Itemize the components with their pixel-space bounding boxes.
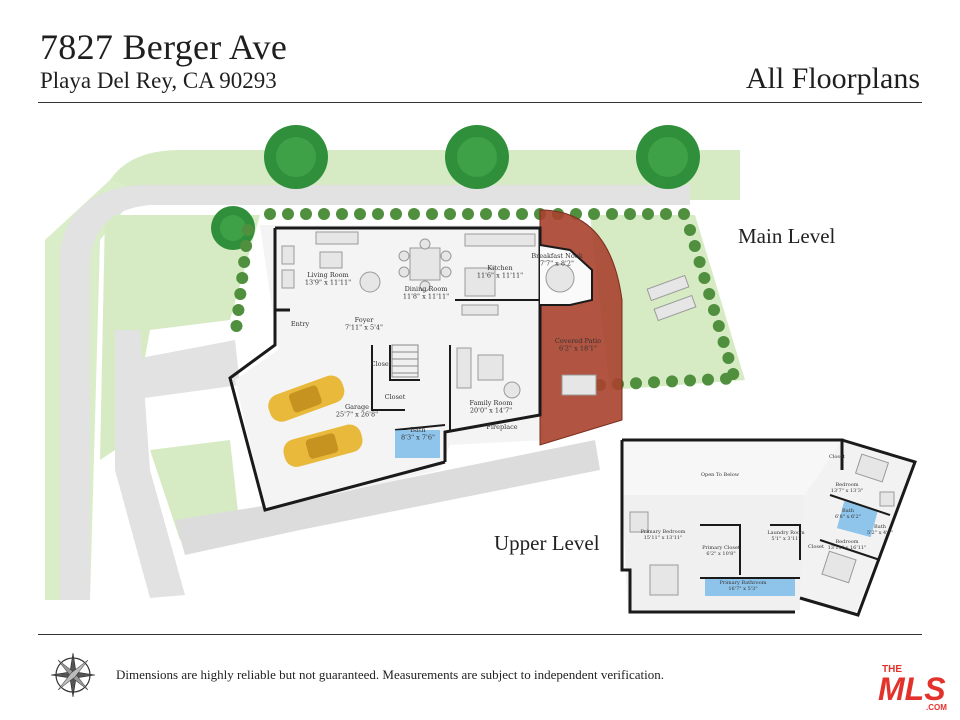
- room-dims-patio: 6'2" x 18'1": [559, 345, 597, 353]
- garage-cars: [268, 375, 363, 467]
- room-dims-primary_bath: 16'7" x 5'3": [728, 586, 757, 592]
- room-name-primary_closet: Primary Closet: [702, 545, 740, 551]
- room-name-bed1: Bedroom: [836, 482, 859, 488]
- room-dims-bed2: 13'11" x 16'11": [828, 545, 867, 551]
- primary-bath-floor: [705, 578, 795, 596]
- main-level-walls: [228, 226, 542, 512]
- room-dims-primary_bed: 15'11" x 13'11": [644, 535, 683, 541]
- room-name-living: Living Room: [307, 271, 348, 279]
- footer-divider: [38, 634, 922, 635]
- room-name-closet_b: Closet: [808, 544, 824, 550]
- room-dims-dining: 11'8" x 11'11": [403, 293, 449, 301]
- furniture: [281, 231, 697, 399]
- property-address: 7827 Berger Ave: [40, 27, 288, 67]
- room-name-bed2: Bedroom: [836, 539, 859, 545]
- upper-bath-floor: [836, 501, 879, 538]
- room-name-garage: Garage: [345, 403, 369, 411]
- room-dims-bath_b: 5'2" x 4'7": [867, 530, 893, 536]
- upper-level-label: Upper Level: [494, 531, 600, 555]
- room-name-nook: Breakfast Nook: [531, 252, 582, 260]
- room-name-family: Family Room: [470, 399, 513, 407]
- room-name-closet1: Closet: [371, 360, 392, 368]
- room-name-bath_a: Bath: [842, 508, 855, 514]
- mls-logo-icon[interactable]: THE MLS .COM: [876, 660, 956, 712]
- room-name-dining: Dining Room: [405, 285, 448, 293]
- property-city: Playa Del Rey, CA 90293: [40, 68, 277, 93]
- header-divider: [38, 102, 922, 103]
- room-name-fireplace: Fireplace: [486, 423, 517, 431]
- room-name-foyer: Foyer: [355, 316, 375, 324]
- room-name-bath_b: Bath: [874, 524, 887, 530]
- room-name-open: Open To Below: [701, 472, 740, 478]
- main-level-label: Main Level: [738, 224, 836, 248]
- room-name-primary_bath: Primary Bathroom: [720, 580, 767, 586]
- room-name-closet2: Closet: [385, 393, 406, 401]
- room-name-closet_a: Closet: [829, 454, 845, 460]
- room-dims-bath: 8'3" x 7'6": [401, 434, 435, 442]
- room-name-entry: Entry: [291, 320, 310, 328]
- room-name-bath: Bath: [410, 426, 425, 434]
- mls-logo-prefix: THE: [882, 664, 902, 675]
- room-dims-kitchen: 11'6" x 11'11": [477, 272, 523, 280]
- room-name-laundry: Laundry Room: [767, 530, 805, 536]
- floorplan-heading: All Floorplans: [745, 62, 920, 95]
- room-dims-foyer: 7'11" x 5'4": [345, 324, 383, 332]
- room-dims-family: 20'0" x 14'7": [470, 407, 512, 415]
- room-dims-primary_closet: 6'2" x 10'8": [706, 551, 735, 557]
- room-dims-living: 13'9" x 11'11": [305, 279, 351, 287]
- room-name-primary_bed: Primary Bedroom: [641, 529, 686, 535]
- upper-level-plan: [620, 438, 917, 617]
- stairs: [391, 344, 419, 378]
- room-dims-nook: 7'7" x 8'2": [540, 260, 574, 268]
- room-name-kitchen: Kitchen: [487, 264, 512, 272]
- room-dims-garage: 25'7" x 26'8": [336, 411, 378, 419]
- room-dims-bath_a: 6'8" x 6'2": [835, 514, 861, 520]
- bath-floor: [395, 430, 440, 458]
- room-dims-bed1: 13'7" x 13'3": [831, 488, 863, 494]
- room-dims-laundry: 5'1" x 3'11": [771, 536, 800, 542]
- driveway: [60, 185, 690, 600]
- disclaimer-text: Dimensions are highly reliable but not g…: [116, 667, 664, 682]
- tree-row: [211, 125, 700, 250]
- room-name-patio: Covered Patio: [555, 337, 601, 345]
- mls-logo-text: MLS: [878, 671, 946, 707]
- compass-rose-icon: [50, 652, 96, 698]
- mls-logo-suffix: .COM: [926, 703, 947, 712]
